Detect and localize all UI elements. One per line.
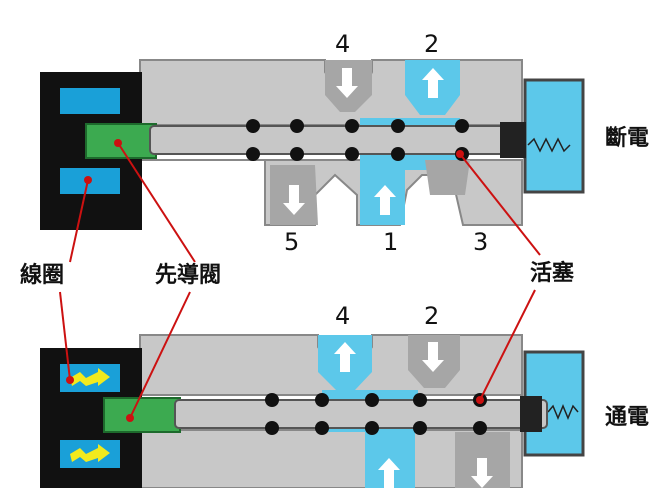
port-4-label-energized: 4 xyxy=(335,302,350,330)
valve-energized xyxy=(40,334,585,488)
flow-arrow-icon xyxy=(374,185,396,215)
current-arrow-icon xyxy=(70,444,110,462)
piston-leader-top xyxy=(459,153,541,256)
pilot-valve-label: 先導閥 xyxy=(155,262,221,288)
port-3-label: 3 xyxy=(473,228,488,256)
pilot-leader-top xyxy=(117,142,196,263)
pilot-valve xyxy=(103,397,181,433)
de-energized-label: 斷電 xyxy=(605,125,649,151)
spring-icon xyxy=(547,404,579,420)
flow-arrow-icon xyxy=(283,185,305,215)
port-2-label: 2 xyxy=(424,30,439,58)
port-4-label: 4 xyxy=(335,30,350,58)
spring-icon xyxy=(527,137,571,153)
piston-leader-bottom xyxy=(479,289,536,401)
right-chamber xyxy=(425,160,470,195)
flow-arrow-icon xyxy=(378,458,400,488)
coil-upper xyxy=(60,88,120,114)
o-rings xyxy=(265,393,487,435)
piston-end xyxy=(520,396,542,432)
leader-lines xyxy=(59,142,541,419)
flow-arrow-icon xyxy=(422,68,444,98)
piston-rod xyxy=(174,399,548,429)
piston-end xyxy=(500,122,526,158)
pilot-leader-bottom xyxy=(129,291,191,419)
spring-cap xyxy=(523,78,585,194)
flow-arrow-icon xyxy=(334,342,356,372)
port-5-label: 5 xyxy=(284,228,299,256)
flow-arrow-icon xyxy=(336,68,358,98)
coil-label: 線圈 xyxy=(20,262,64,288)
coil-leader-top xyxy=(69,179,89,263)
port-1-label: 1 xyxy=(383,228,398,256)
flow-arrow-icon xyxy=(471,458,493,488)
flow-arrow-icon xyxy=(422,342,444,372)
piston-label: 活塞 xyxy=(530,260,575,286)
valve-de-energized xyxy=(40,59,585,230)
energized-label: 通電 xyxy=(605,405,649,430)
coil-leader-bottom xyxy=(59,291,71,381)
port-2-label-energized: 2 xyxy=(424,302,439,330)
current-arrow-icon xyxy=(70,368,110,386)
